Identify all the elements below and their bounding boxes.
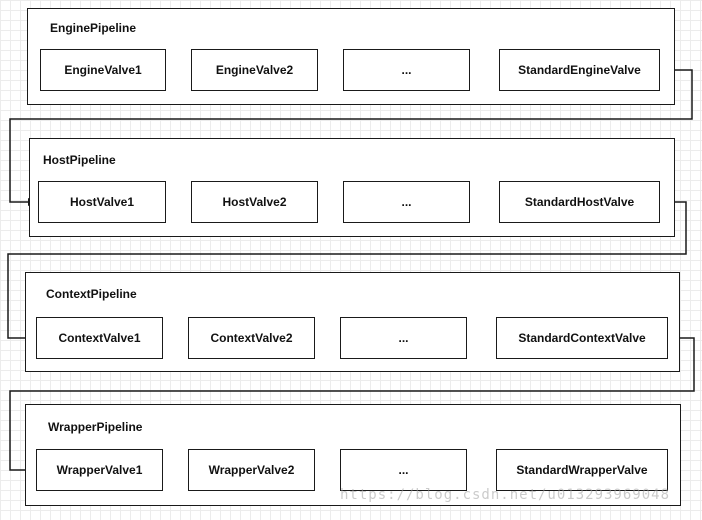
engine-pipeline-title: EnginePipeline (50, 21, 137, 35)
standard-host-valve[interactable]: StandardHostValve (499, 181, 660, 223)
context-valve-1[interactable]: ContextValve1 (36, 317, 163, 359)
engine-valve-ellipsis[interactable]: ... (343, 49, 470, 91)
standard-context-valve[interactable]: StandardContextValve (496, 317, 668, 359)
host-valve-ellipsis[interactable]: ... (343, 181, 470, 223)
host-valve-1[interactable]: HostValve1 (38, 181, 166, 223)
wrapper-valve-2[interactable]: WrapperValve2 (188, 449, 315, 491)
wrapper-pipeline-title: WrapperPipeline (48, 420, 143, 434)
engine-valve-1[interactable]: EngineValve1 (40, 49, 166, 91)
wrapper-valve-ellipsis[interactable]: ... (340, 449, 467, 491)
watermark-text: https://blog.csdn.net/u013293969048 (340, 487, 671, 503)
engine-valve-2[interactable]: EngineValve2 (191, 49, 318, 91)
context-valve-2[interactable]: ContextValve2 (188, 317, 315, 359)
host-valve-2[interactable]: HostValve2 (191, 181, 318, 223)
standard-engine-valve[interactable]: StandardEngineValve (499, 49, 660, 91)
context-pipeline-title: ContextPipeline (46, 287, 137, 301)
host-pipeline-title: HostPipeline (43, 153, 116, 167)
context-valve-ellipsis[interactable]: ... (340, 317, 467, 359)
wrapper-valve-1[interactable]: WrapperValve1 (36, 449, 163, 491)
standard-wrapper-valve[interactable]: StandardWrapperValve (496, 449, 668, 491)
